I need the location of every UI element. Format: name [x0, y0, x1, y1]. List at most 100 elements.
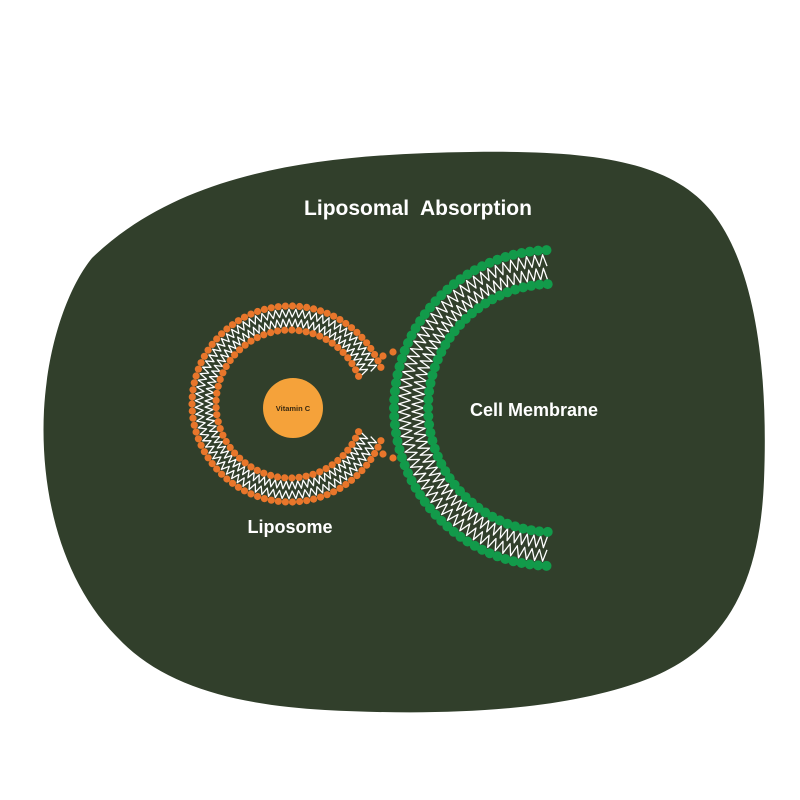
liposome-inner-head	[222, 437, 230, 446]
liposome-inner-head	[253, 466, 261, 474]
liposome-outer-head	[310, 305, 318, 313]
membrane-inner-head	[534, 526, 545, 537]
membrane-inner-head	[436, 458, 447, 469]
membrane-outer-head	[484, 257, 495, 268]
liposome-outer-head	[374, 443, 382, 451]
liposome-outer-head	[323, 309, 331, 317]
liposome-outer-head	[330, 312, 338, 320]
liposome-outer-head	[197, 359, 205, 367]
liposome-outer-head	[367, 455, 375, 464]
membrane-inner-head	[423, 403, 433, 413]
liposome-tails	[194, 308, 378, 500]
liposome-outer-head	[347, 324, 356, 332]
membrane-inner-head	[427, 435, 438, 446]
liposome-outer-head	[371, 350, 379, 359]
membrane-inner-head	[518, 282, 529, 293]
membrane-inner-head	[429, 362, 440, 373]
liposome-outer-head	[190, 421, 198, 429]
liposome-inner-head	[348, 440, 356, 448]
liposome-inner-head	[328, 461, 336, 469]
membrane-inner-head	[432, 451, 443, 462]
vitamin-c-molecule	[263, 378, 323, 438]
liposome-outer-head	[254, 307, 262, 316]
liposome-outer-head	[316, 307, 325, 315]
liposome-tail-strand	[194, 308, 378, 500]
membrane-outer-head	[533, 245, 544, 256]
membrane-outer-head	[396, 452, 407, 463]
liposome-inner-head	[344, 446, 352, 454]
membrane-outer-head	[389, 386, 400, 397]
liposome-outer-head	[197, 441, 205, 449]
liposome-inner-head	[216, 375, 224, 383]
membrane-inner-head	[534, 279, 545, 290]
liposome-outer-head	[260, 495, 268, 503]
liposome-outer-head	[228, 479, 237, 487]
liposome-outer-head	[363, 461, 371, 469]
liposome-outer-head	[228, 321, 237, 329]
liposome-inner-head	[274, 473, 282, 481]
membrane-outer-head	[391, 428, 401, 438]
membrane-inner-head	[542, 526, 553, 537]
liposome-inner-head	[309, 330, 317, 338]
membrane-outer-head	[455, 274, 466, 285]
cell-membrane-bilayer	[389, 245, 553, 571]
liposome-inner-head	[334, 343, 342, 352]
membrane-outer-head	[541, 245, 552, 256]
liposome-outer-head	[188, 400, 196, 408]
liposome-outer-head	[296, 302, 304, 311]
liposome-inner-head	[260, 469, 268, 477]
liposome-outer-head	[240, 487, 249, 495]
membrane-outer-head	[392, 369, 403, 380]
liposome-outer-head	[374, 357, 382, 365]
liposome-outer-head	[358, 467, 366, 475]
liposome-inner-head	[281, 474, 289, 482]
liposome-outer-head	[260, 305, 268, 313]
membrane-inner-head	[423, 411, 434, 422]
membrane-outer-head	[469, 540, 480, 551]
liposome-outer-head	[188, 393, 196, 401]
liposome-inner-head	[348, 360, 356, 368]
liposome-outer-head	[267, 496, 275, 504]
liposome-outer-head	[296, 497, 304, 506]
liposome-inner-head	[352, 434, 360, 442]
liposome-outer-head	[204, 346, 212, 354]
liposome-outer-head	[192, 428, 200, 436]
liposome-outer-head	[213, 335, 221, 343]
liposome-outer-head	[367, 344, 375, 353]
liposome-inner-head	[316, 468, 324, 476]
liposome-outer-head	[223, 325, 231, 333]
liposome-inner-head	[316, 332, 324, 340]
membrane-inner-head	[425, 378, 436, 389]
liposome-outer-head	[240, 313, 249, 321]
liposome-inner-head	[260, 331, 268, 339]
liposome-outer-head	[223, 475, 231, 483]
membrane-inner-head	[502, 287, 513, 298]
liposome-inner-head	[322, 335, 330, 343]
membrane-outer-head	[399, 460, 410, 471]
liposome-outer-head	[194, 435, 202, 443]
liposome-inner-head	[226, 443, 234, 452]
liposome-outer-head	[267, 304, 275, 312]
liposome-inner-head	[339, 452, 347, 460]
liposome-outer-head	[204, 454, 212, 462]
membrane-outer-head	[396, 353, 407, 364]
membrane-outer-head	[391, 378, 401, 388]
liposome-outer-head	[303, 497, 311, 505]
liposome-inner-head	[213, 411, 221, 419]
liposome-inner-head	[247, 463, 255, 471]
membrane-inner-head	[494, 290, 505, 301]
liposome-inner-head	[288, 474, 296, 482]
membrane-inner-head	[510, 284, 521, 295]
liposome-inner-head	[231, 351, 239, 359]
liposome-outer-head	[218, 470, 226, 478]
liposome-inner-head	[328, 339, 336, 347]
liposome-inner-head	[288, 326, 296, 334]
membrane-inner-head	[502, 518, 513, 529]
liposome-inner-head	[355, 428, 363, 436]
liposome-inner-head	[295, 473, 303, 481]
membrane-outer-head	[389, 419, 400, 430]
liposome-outer-head	[323, 491, 331, 499]
liposome-bilayer	[188, 302, 397, 506]
